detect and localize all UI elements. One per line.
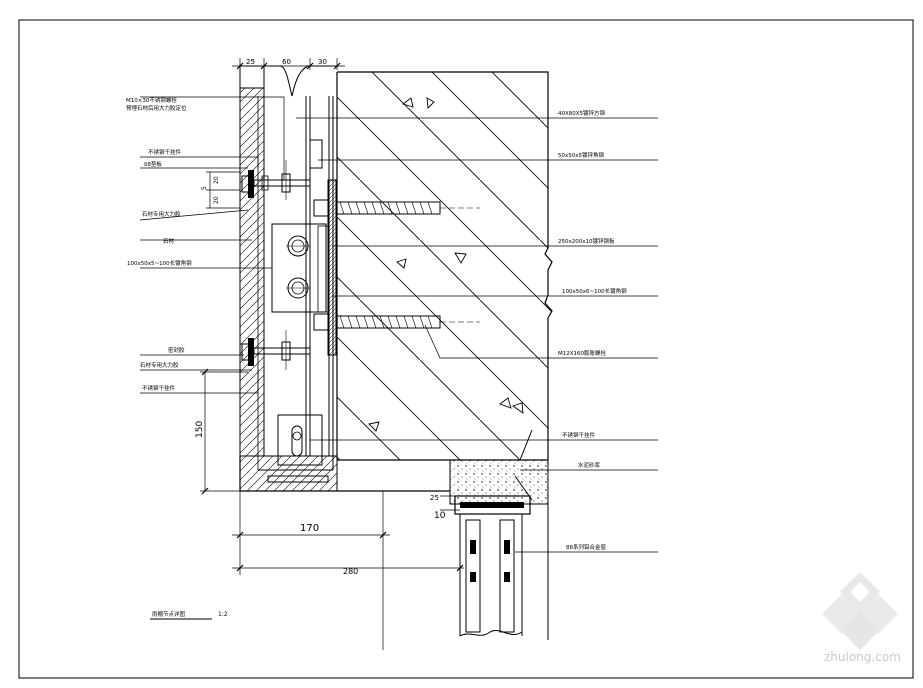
label-m10-bolt-1: M10×30不锈钢螺栓 xyxy=(126,96,177,104)
dimension-ticks xyxy=(201,62,464,572)
drawing-caption: 雨棚节点详图 1:2 xyxy=(150,610,228,620)
label-glue-bottom: 石材专用大力胶 xyxy=(140,361,179,369)
label-angle-left: 100x50x5~100长镀角钢 xyxy=(127,259,192,267)
dim-5: 5 xyxy=(201,186,208,190)
label-ss-hanger-right: 不锈钢干挂件 xyxy=(562,431,596,439)
label-glue-top: 石材专用大力胶 xyxy=(142,210,181,218)
watermark-text: zhulong.com xyxy=(824,650,901,664)
dim-20b: 20 xyxy=(213,196,220,204)
label-embed-plate: 250x200x10镀锌钢板 xyxy=(558,237,615,245)
hanger-lower xyxy=(241,330,311,370)
dim-25: 25 xyxy=(430,494,439,502)
hanger-upper xyxy=(241,160,311,200)
stone-cladding xyxy=(239,65,450,492)
dimension-lines xyxy=(200,58,464,650)
zhulong-logo xyxy=(822,572,898,650)
label-angle-top: 50x50x5镀锌角钢 xyxy=(558,151,605,159)
embed-plate-assembly xyxy=(271,179,480,356)
dim-top-25: 25 xyxy=(246,58,255,66)
drawing-border xyxy=(18,19,914,679)
label-angle-right: 100x50x6~100长镀角钢 xyxy=(562,287,627,295)
dim-10: 10 xyxy=(434,511,446,521)
leaders-left xyxy=(139,96,285,394)
dim-top-60: 60 xyxy=(282,58,291,66)
mortar-block xyxy=(449,429,549,505)
aluminium-window xyxy=(454,495,549,640)
anchor-bolt-lower xyxy=(313,313,480,331)
label-anchor-bolt: M12X160膨胀螺栓 xyxy=(558,349,607,357)
dim-280: 280 xyxy=(343,567,358,576)
label-mortar: 水泥砂浆 xyxy=(578,461,601,469)
label-m10-bolt-2: 预埋石材后用大力胶定位 xyxy=(126,104,187,112)
concrete-structure xyxy=(336,71,553,461)
caption-title: 雨棚节点详图 xyxy=(152,610,186,618)
label-sealant: 密封胶 xyxy=(168,346,185,354)
label-stone: 石材 xyxy=(163,237,175,245)
dim-top-30: 30 xyxy=(318,58,327,66)
label-ss-hanger-top: 不锈钢干挂件 xyxy=(148,148,182,156)
anchor-bolt-upper xyxy=(313,199,480,217)
label-spacer: δ8垫板 xyxy=(144,160,162,168)
label-window: 88系列铝合金窗 xyxy=(566,543,606,551)
leaders-right xyxy=(296,117,658,553)
dim-170: 170 xyxy=(300,523,319,534)
label-ss-hanger-bottom: 不锈钢干挂件 xyxy=(142,384,176,392)
square-tube-frame xyxy=(257,96,334,471)
label-square-tube: 40X80X5镀锌方钢 xyxy=(558,109,606,117)
dim-20a: 20 xyxy=(213,176,220,184)
dim-150: 150 xyxy=(195,421,205,438)
caption-scale: 1:2 xyxy=(218,611,228,618)
